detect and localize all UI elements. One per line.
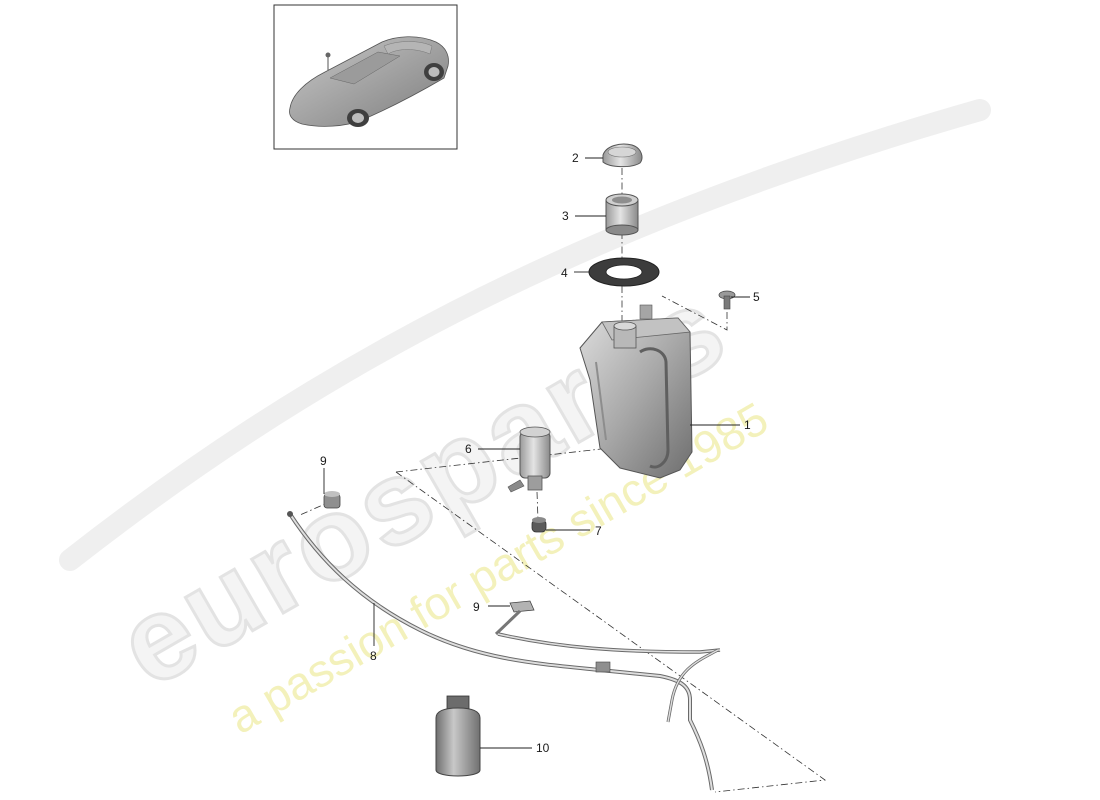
bolt-icon[interactable] xyxy=(718,290,736,310)
assembly-lines xyxy=(299,168,827,793)
callout-2: 2 xyxy=(572,151,579,165)
seal-ring-icon[interactable] xyxy=(588,257,660,287)
reservoir-cap-icon[interactable] xyxy=(602,143,643,168)
hose-connector-icon[interactable] xyxy=(323,491,341,509)
fluid-bottle-icon[interactable] xyxy=(435,695,481,777)
callout-5: 5 xyxy=(753,290,760,304)
filler-neck-icon[interactable] xyxy=(605,193,639,236)
callout-leaders xyxy=(323,157,750,749)
callout-10: 10 xyxy=(536,741,550,755)
callout-6: 6 xyxy=(465,442,472,456)
porsche-918-spyder-car-icon xyxy=(289,36,449,127)
watermark-swoosh xyxy=(59,99,991,571)
washer-fluid-reservoir-icon[interactable] xyxy=(579,304,693,479)
callout-9-upper: 9 xyxy=(320,454,327,468)
callout-labels: 2 3 4 5 1 6 9 7 9 8 10 xyxy=(320,151,760,755)
washer-hose-icon[interactable] xyxy=(287,511,721,791)
washer-pump-icon[interactable] xyxy=(507,426,551,493)
watermark: eurospares eurospares a passion for part… xyxy=(59,99,991,744)
callout-9-lower: 9 xyxy=(473,600,480,614)
callout-7: 7 xyxy=(595,524,602,538)
hose-connector-icon[interactable] xyxy=(494,600,535,636)
grommet-icon[interactable] xyxy=(531,517,547,533)
callout-1: 1 xyxy=(744,418,751,432)
callout-3: 3 xyxy=(562,209,569,223)
callout-8: 8 xyxy=(370,649,377,663)
vehicle-thumbnail[interactable] xyxy=(273,4,458,150)
callout-4: 4 xyxy=(561,266,568,280)
